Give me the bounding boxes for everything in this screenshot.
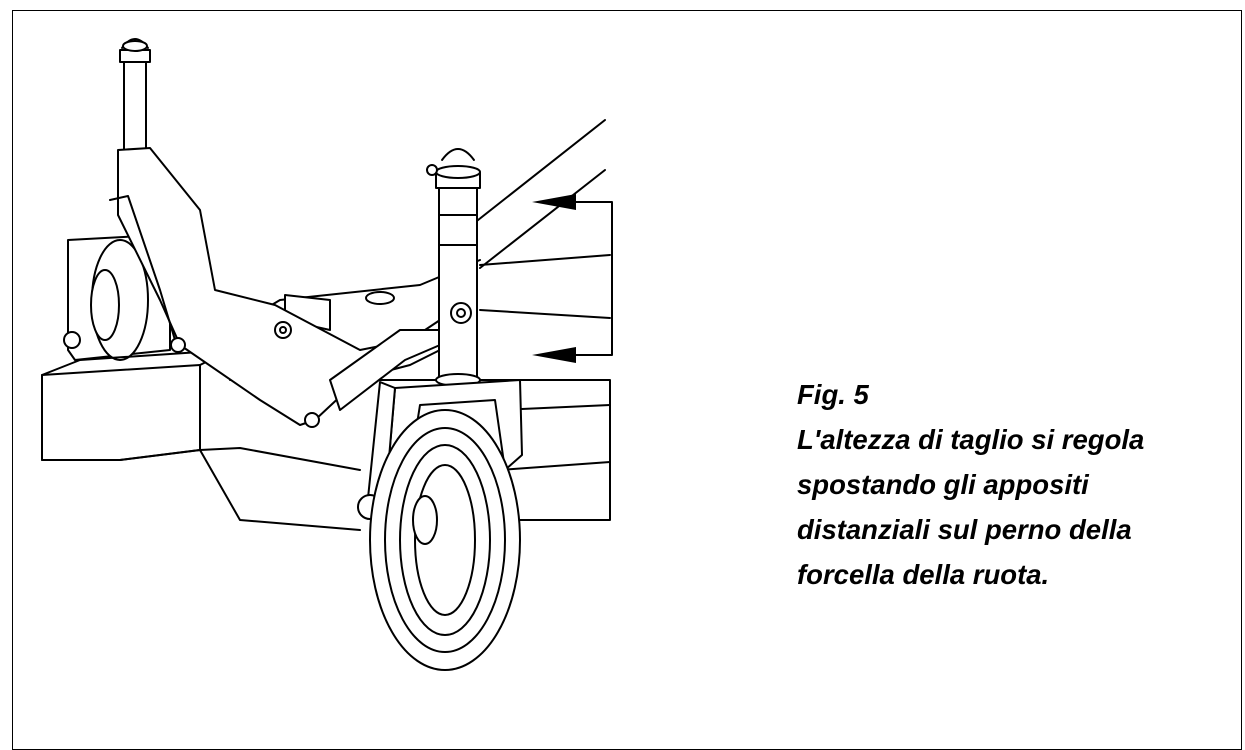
figure-label: Fig. 5: [797, 379, 869, 410]
mower-deck-illustration: [41, 38, 613, 671]
figure-caption: Fig. 5 L'altezza di taglio si regola spo…: [797, 372, 1237, 597]
figure-description: L'altezza di taglio si regola spostando …: [797, 424, 1145, 590]
